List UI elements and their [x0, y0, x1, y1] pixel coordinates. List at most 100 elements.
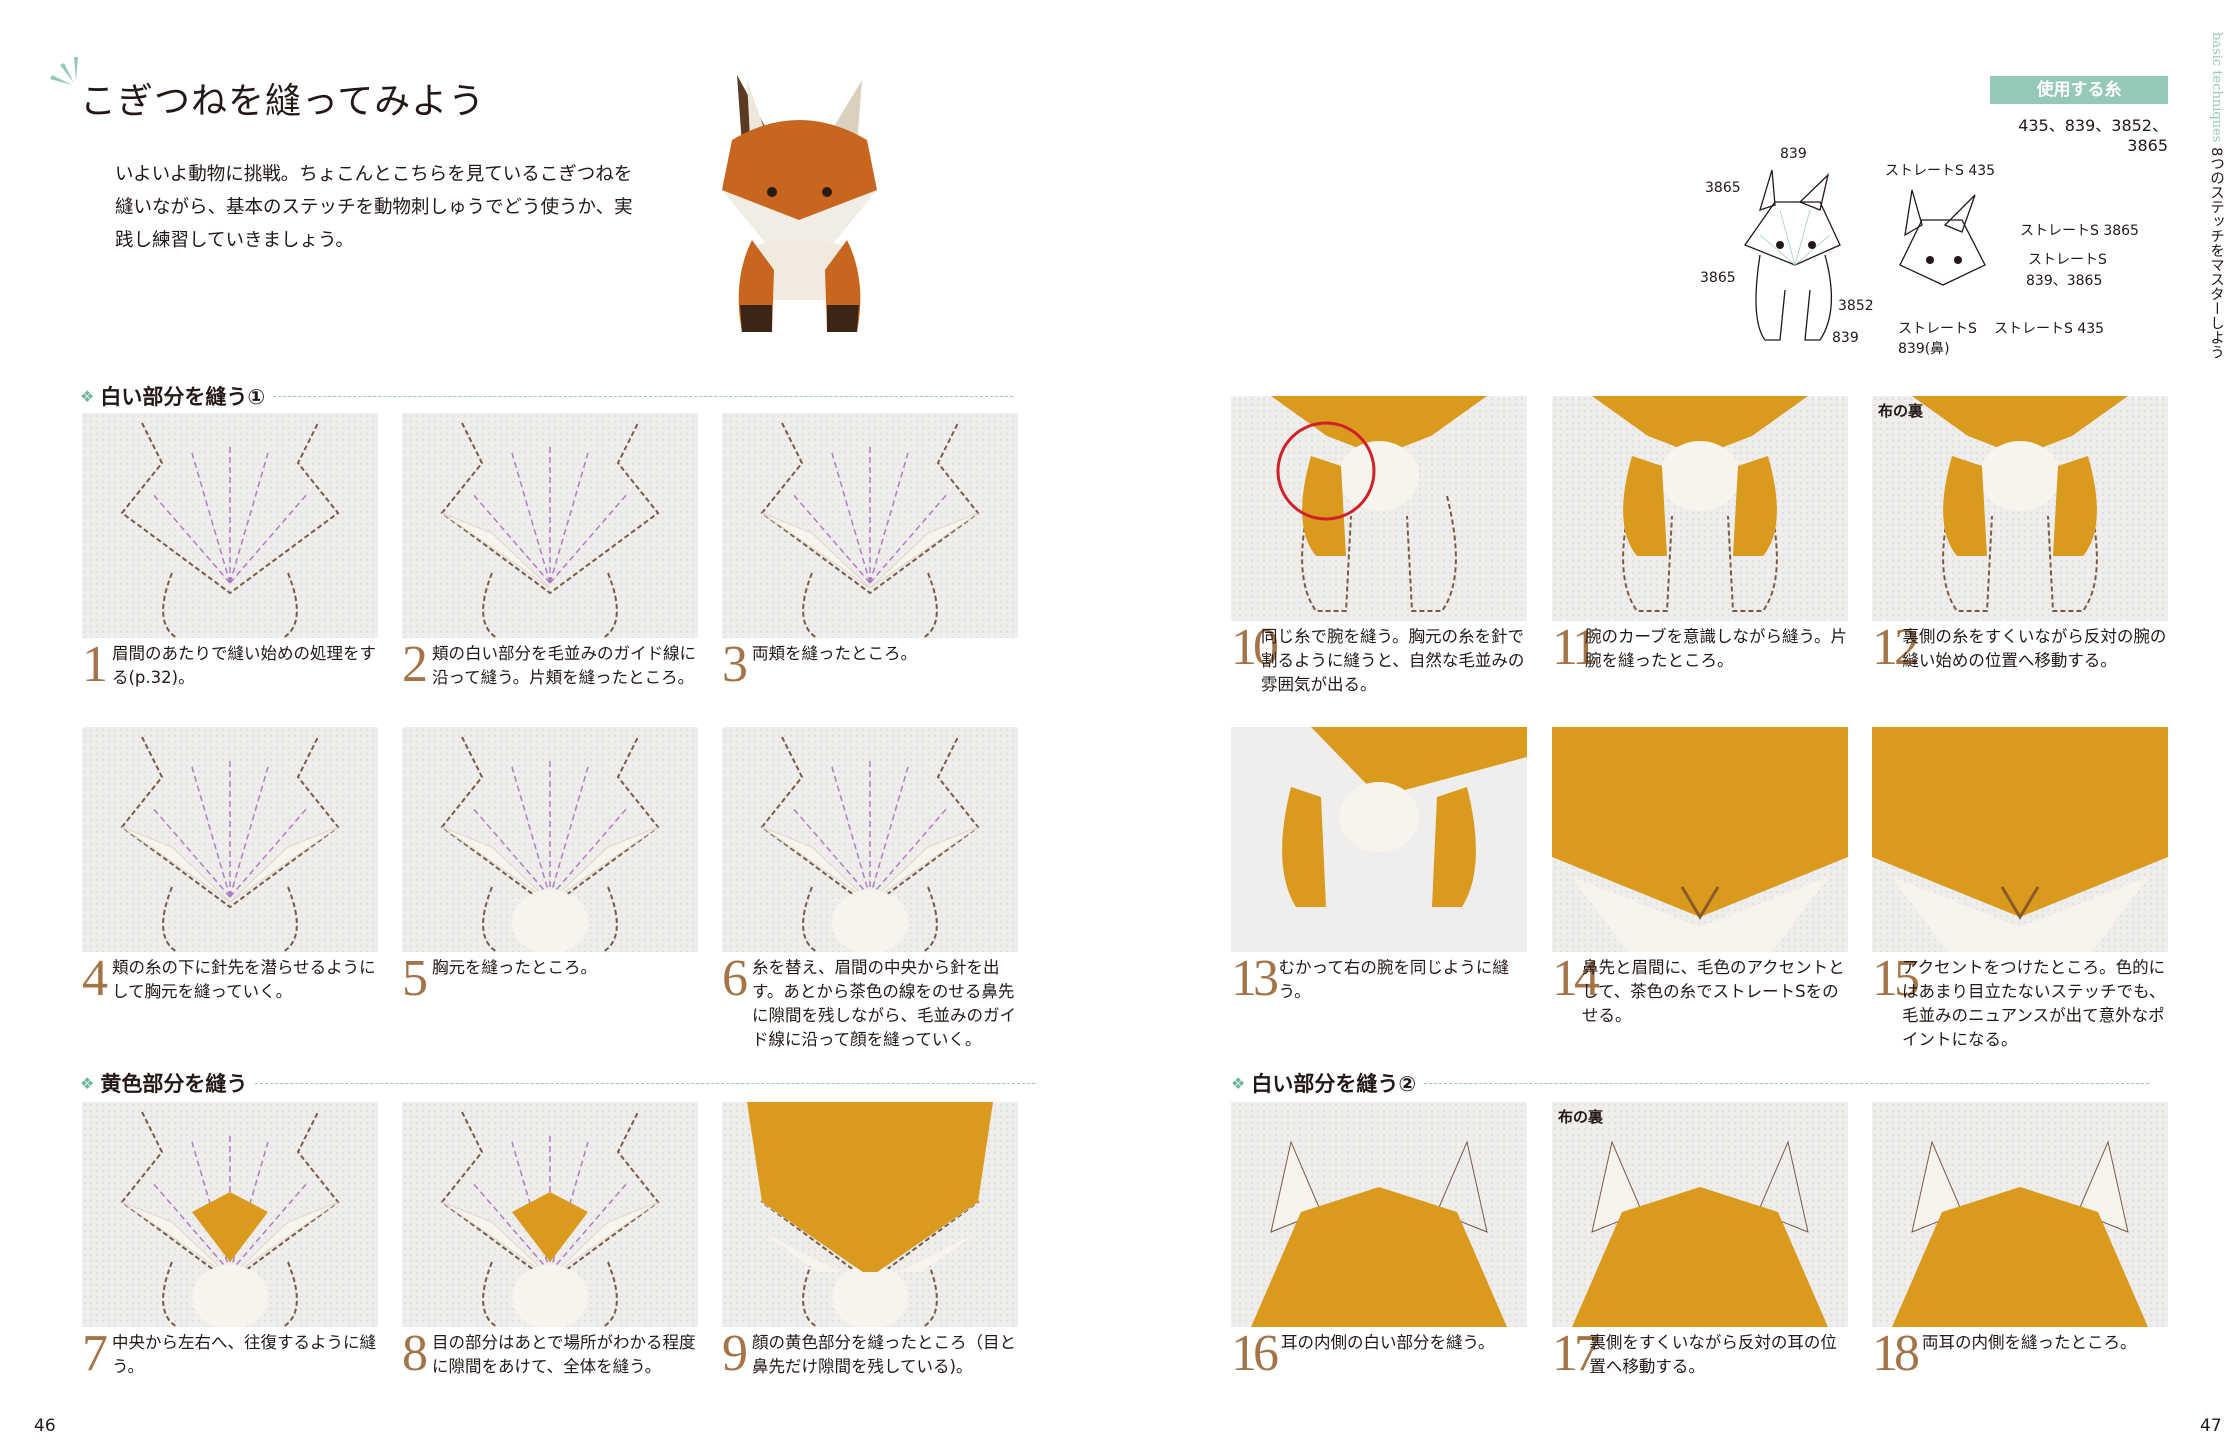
- step-number: 4: [82, 950, 108, 1007]
- step-number: 15: [1872, 950, 1920, 1007]
- diagram-label: 839: [1780, 146, 1807, 162]
- step-number: 1: [82, 636, 108, 693]
- page-title: こぎつねを縫ってみよう: [80, 81, 486, 122]
- step-photo: [82, 1102, 378, 1327]
- step-photo: [1872, 727, 2168, 952]
- step-caption: 両耳の内側を縫ったところ。: [1922, 1333, 2137, 1352]
- step-photo: [402, 727, 698, 952]
- step-caption: 腕のカーブを意識しながら縫う。片腕を縫ったところ。: [1584, 627, 1847, 670]
- step-caption: 裏側をすくいながら反対の耳の位置へ移動する。: [1589, 1333, 1837, 1376]
- step-number: 3: [722, 636, 748, 693]
- section-label: 白い部分を縫う②: [1251, 1072, 1417, 1096]
- step-photo: [722, 727, 1018, 952]
- step-photo: [402, 413, 698, 638]
- step-photo: 布の裏: [1872, 396, 2168, 621]
- finished-fox-photo: [722, 75, 877, 332]
- diamond-icon: ❖: [80, 386, 95, 406]
- step-number: 18: [1872, 1325, 1920, 1382]
- step-number: 10: [1231, 619, 1279, 676]
- step-number: 8: [402, 1325, 428, 1382]
- step-photo: [722, 1102, 1018, 1327]
- diagram-label: 839: [1832, 330, 1859, 346]
- thread-badge: 使用する糸: [1990, 76, 2168, 104]
- step-photo: [1231, 1102, 1527, 1327]
- diagram-label: 839、3865: [2026, 273, 2102, 289]
- diagram-label: 3852: [1838, 298, 1874, 314]
- thread-list: 435、839、3852、3865: [2018, 116, 2168, 155]
- side-running-head: basic techniques 8つのステッチをマスターしよう: [2206, 32, 2227, 359]
- step-number: 2: [402, 636, 428, 693]
- step-caption: アクセントをつけたところ。色的にはあまり目立たないステッチでも、毛並みのニュアン…: [1902, 958, 2166, 1049]
- step-caption: 眉間のあたりで縫い始めの処理をする(p.32)。: [112, 644, 376, 687]
- diagram-label: ストレートS 435: [1885, 163, 1995, 179]
- step-caption: 顔の黄色部分を縫ったところ（目と鼻先だけ隙間を残している)。: [752, 1333, 1016, 1376]
- divider: [273, 395, 1014, 397]
- diagram-label: 3865: [1705, 180, 1741, 196]
- page-number-right: 47: [2200, 1416, 2222, 1436]
- intro-text: いよいよ動物に挑戦。ちょこんとこちらを見ているこぎつねを縫いながら、基本のステッ…: [115, 164, 633, 251]
- section-header-white-1: ❖ 白い部分を縫う①: [80, 381, 1014, 411]
- diagram-label: 839(鼻): [1898, 340, 1950, 357]
- section-header-white-2: ❖ 白い部分を縫う②: [1231, 1068, 2150, 1098]
- section-label: 黄色部分を縫う: [100, 1072, 248, 1096]
- stitch-diagram: 839 3865 3865 3852 839 ストレートS 435 ストレートS…: [1700, 146, 2139, 357]
- step-photo: [1872, 1102, 2168, 1327]
- divider: [1424, 1082, 2150, 1084]
- step-number: 16: [1231, 1325, 1279, 1382]
- diagram-label: ストレートS: [1898, 321, 1977, 337]
- step-number: 11: [1552, 619, 1598, 676]
- diagram-label: ストレートS 3865: [2020, 223, 2139, 239]
- divider: [255, 1082, 1036, 1084]
- diagram-label: ストレートS: [2028, 252, 2107, 268]
- diamond-icon: ❖: [1231, 1073, 1246, 1093]
- step-photo: 布の裏: [1552, 1102, 1848, 1327]
- step-number: 14: [1552, 950, 1600, 1007]
- step-caption: 胸元を縫ったところ。: [432, 958, 597, 977]
- step-number: 9: [722, 1325, 748, 1382]
- step-number: 13: [1231, 950, 1279, 1007]
- step-photo: [1231, 727, 1527, 952]
- page-number-left: 46: [34, 1416, 56, 1436]
- diagram-label: ストレートS 435: [1994, 321, 2104, 337]
- step-number: 6: [722, 950, 748, 1007]
- title-accent-icon: [50, 57, 78, 85]
- step-caption: 糸を替え、眉間の中央から針を出す。あとから茶色の線をのせる鼻先に隙間を残しながら…: [752, 958, 1016, 1049]
- step-photo: [402, 1102, 698, 1327]
- step-caption: むかって右の腕を同じように縫う。: [1278, 958, 1509, 1001]
- step-caption: 両頬を縫ったところ。: [752, 644, 917, 663]
- step-photo: [1552, 396, 1848, 621]
- section-header-yellow: ❖ 黄色部分を縫う: [80, 1068, 1036, 1098]
- step-caption: 中央から左右へ、往復するように縫う。: [112, 1333, 376, 1376]
- diamond-icon: ❖: [80, 1073, 95, 1093]
- step-caption: 頬の白い部分を毛並みのガイド線に沿って縫う。片頬を縫ったところ。: [432, 644, 696, 687]
- step-caption: 同じ糸で腕を縫う。胸元の糸を針で割るように縫うと、自然な毛並みの雰囲気が出る。: [1261, 627, 1525, 694]
- side-running-head-jp: 8つのステッチをマスターしよう: [2208, 147, 2224, 360]
- step-photo: [82, 727, 378, 952]
- step-caption: 頬の糸の下に針先を潜らせるようにして胸元を縫っていく。: [112, 958, 376, 1001]
- step-number: 17: [1552, 1325, 1600, 1382]
- step-caption: 裏側の糸をすくいながら反対の腕の縫い始めの位置へ移動する。: [1902, 627, 2167, 670]
- step-caption: 鼻先と眉間に、毛色のアクセントとして、茶色の糸でストレートSをのせる。: [1582, 958, 1845, 1025]
- step-photo: [722, 413, 1018, 638]
- back-side-label: 布の裏: [1878, 402, 1924, 420]
- step-caption: 耳の内側の白い部分を縫う。: [1281, 1333, 1495, 1352]
- step-caption: 目の部分はあとで場所がわかる程度に隙間をあけて、全体を縫う。: [432, 1333, 696, 1376]
- diagram-label: 3865: [1700, 270, 1736, 286]
- step-photo: [1231, 396, 1527, 621]
